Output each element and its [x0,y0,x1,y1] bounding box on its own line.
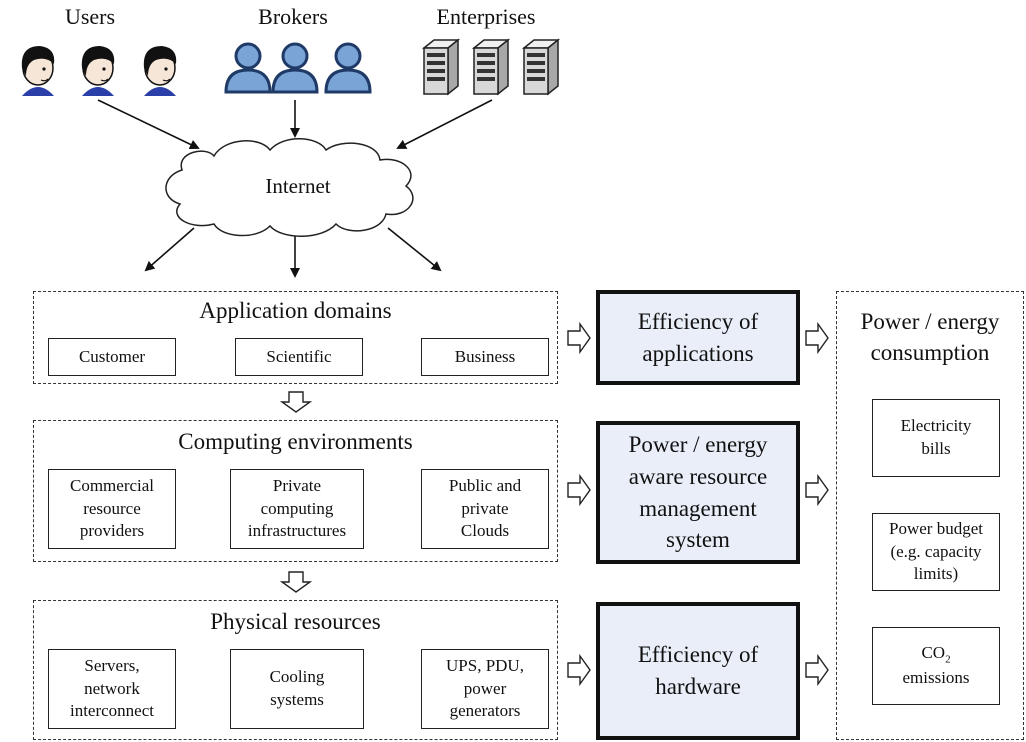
hollow-arrow-icon [279,391,313,413]
server-icon [521,38,561,96]
users-label: Users [64,4,116,29]
hollow-arrow-icon [805,653,829,687]
hollow-arrow-icon [279,571,313,593]
hollow-arrow-icon [805,321,829,355]
broker-icon [271,42,319,94]
hollow-arrow-icon [805,473,829,507]
arrow-users-to-internet [97,99,200,150]
ups-pdu-box: UPS, PDU, power generators [421,649,549,729]
power-budget-box: Power budget (e.g. capacity limits) [872,513,1000,591]
hollow-arrow-icon [567,473,591,507]
efficiency-applications-box: Efficiency of applications [596,290,800,385]
application-domains-title: Application domains [199,298,392,323]
servers-network-box: Servers, network interconnect [48,649,176,729]
broker-icon [324,42,372,94]
business-box: Business [421,338,549,376]
arrow-internet-right [387,227,442,272]
cloud-icon [165,138,414,237]
co2-emissions-box: CO2 emissions [872,627,1000,705]
server-icon [471,38,511,96]
user-icon [21,46,55,96]
commercial-providers-box: Commercial resource providers [48,469,176,549]
broker-icon [224,42,272,94]
application-domains-group: Application domains Customer Scientific … [33,291,558,384]
power-consumption-title: Power / energy consumption [860,309,1000,366]
co2-label: CO2 [921,642,951,666]
hollow-arrow-icon [567,653,591,687]
arrow-internet-left [144,227,195,272]
public-private-clouds-box: Public and private Clouds [421,469,549,549]
brokers-label: Brokers [258,4,328,29]
emissions-label: emissions [902,668,970,688]
user-icon [81,46,115,96]
arrow-enterprises-to-internet [396,99,493,149]
resource-management-box: Power / energy aware resource management… [596,421,800,564]
server-icon [421,38,461,96]
hollow-arrow-icon [567,321,591,355]
efficiency-hardware-box: Efficiency of hardware [596,602,800,740]
internet-label: Internet [265,174,331,198]
user-icon [143,46,177,96]
physical-resources-title: Physical resources [210,609,381,634]
cooling-systems-box: Cooling systems [230,649,364,729]
private-infrastructures-box: Private computing infrastructures [230,469,364,549]
electricity-bills-box: Electricity bills [872,399,1000,477]
computing-environments-group: Computing environments Commercial resour… [33,420,558,562]
power-consumption-group: Power / energy consumption Electricity b… [836,291,1024,740]
scientific-box: Scientific [235,338,363,376]
physical-resources-group: Physical resources Servers, network inte… [33,600,558,740]
enterprises-label: Enterprises [436,4,536,29]
customer-box: Customer [48,338,176,376]
computing-environments-title: Computing environments [178,429,413,454]
